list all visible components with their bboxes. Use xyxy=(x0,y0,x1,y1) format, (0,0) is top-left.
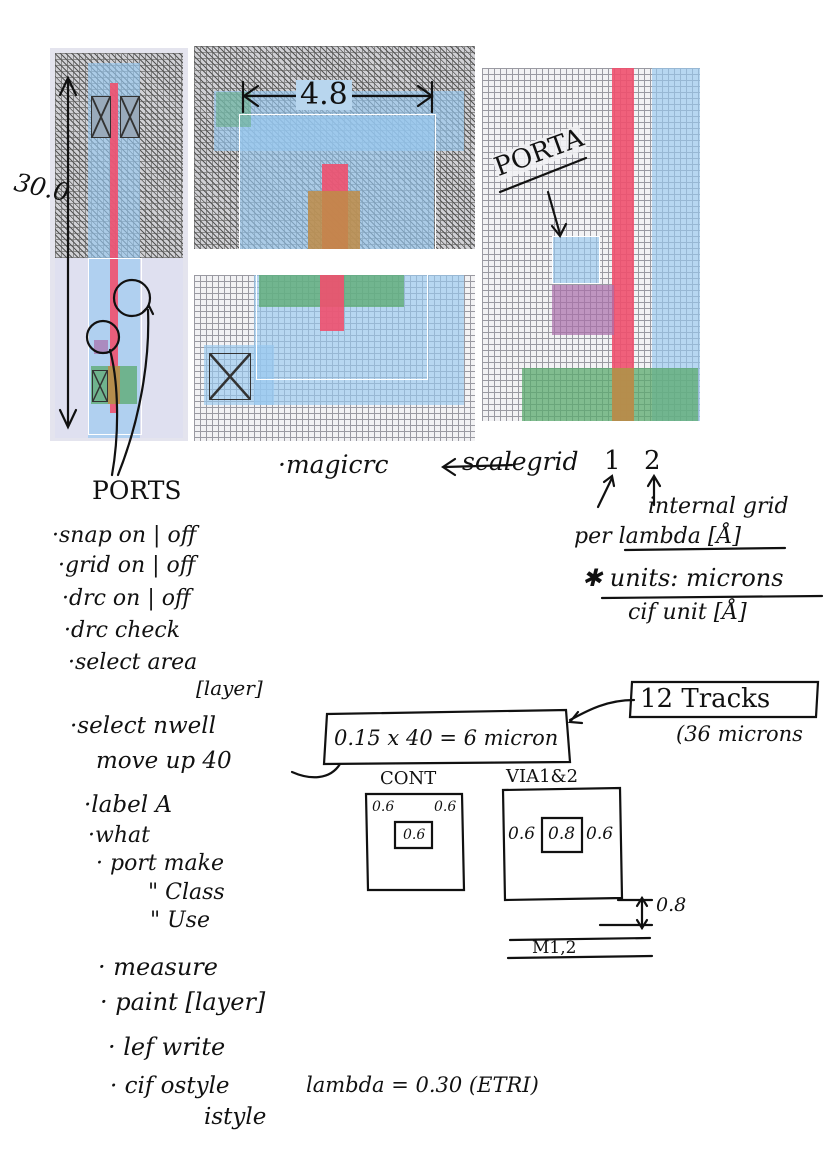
cont-center-value: 0.6 xyxy=(403,827,426,843)
diffusion-bottom xyxy=(522,368,698,421)
command-select-nwell: ·select nwell xyxy=(70,713,216,739)
command-cif-ostyle: · cif ostyle xyxy=(110,1073,230,1099)
via-center-value: 0.8 xyxy=(548,824,576,844)
command-measure: · measure xyxy=(98,953,218,981)
tracks-label: 12 Tracks xyxy=(640,684,771,714)
poly-gate xyxy=(320,275,344,331)
command-paint: · paint [layer] xyxy=(100,988,266,1016)
metal1-right-strip xyxy=(652,68,700,421)
command-port-class: " Class xyxy=(148,880,225,905)
command-drc: ·drc on | off xyxy=(62,586,191,611)
cont-title: CONT xyxy=(380,768,437,789)
command-drc-check: ·drc check xyxy=(64,618,181,643)
poly-gate xyxy=(110,83,118,413)
gate-overlap xyxy=(612,368,634,421)
contact-bottom xyxy=(92,370,108,402)
scalegrid-value-one: 1 xyxy=(604,446,621,476)
cell-outline xyxy=(239,114,436,249)
internal-grid-label: internal grid xyxy=(648,494,789,519)
contact-left xyxy=(209,353,251,400)
cont-left-value: 0.6 xyxy=(372,799,395,815)
per-lambda-label: per lambda [Å] xyxy=(574,524,741,549)
command-what: ·what xyxy=(88,823,150,848)
command-select-area: ·select area xyxy=(68,650,198,675)
port-marker xyxy=(94,340,108,354)
cell-outline xyxy=(256,275,428,380)
magicrc-label: ·magicrc xyxy=(278,450,389,479)
selection-outline xyxy=(88,258,142,435)
layout-view-bottom-zoom xyxy=(194,275,475,441)
metal-layer-label: M1,2 xyxy=(532,938,577,958)
scalegrid-value-two: 2 xyxy=(644,446,661,476)
metal1-left-arm xyxy=(204,345,274,405)
contact-purple-ext xyxy=(600,285,614,335)
contact-purple xyxy=(552,285,600,335)
command-lef-write: · lef write xyxy=(108,1033,226,1061)
scalegrid-label: scalegrid xyxy=(462,447,579,476)
port-a-outline xyxy=(552,236,600,284)
via-right-value: 0.6 xyxy=(586,824,614,844)
command-istyle: istyle xyxy=(204,1104,267,1130)
cont-right-value: 0.6 xyxy=(434,799,457,815)
via-left-value: 0.6 xyxy=(508,824,536,844)
units-microns-label: ✱ units: microns xyxy=(582,564,784,592)
layout-view-top-zoom xyxy=(194,46,475,249)
command-port-make: · port make xyxy=(96,851,224,876)
grid-calculation-label: 0.15 x 40 = 6 micron xyxy=(334,726,559,750)
ports-label: PORTS xyxy=(92,476,182,505)
lambda-note: lambda = 0.30 (ETRI) xyxy=(306,1073,539,1097)
command-move-up: move up 40 xyxy=(96,748,232,774)
contact-area xyxy=(308,191,360,249)
cif-unit-label: cif unit [Å] xyxy=(628,600,747,625)
command-port-use: " Use xyxy=(150,908,210,933)
port-a-box xyxy=(552,236,600,284)
poly-vertical xyxy=(612,68,634,421)
command-snap: ·snap on | off xyxy=(52,523,197,548)
width-dimension-label: 4.8 xyxy=(296,80,352,110)
via-spacing-value: 0.8 xyxy=(656,894,687,916)
command-grid: ·grid on | off xyxy=(58,553,196,578)
layout-view-porta xyxy=(482,68,700,421)
via-title: VIA1&2 xyxy=(506,766,579,787)
command-label: ·label A xyxy=(84,792,172,818)
contact-top-right xyxy=(120,96,140,138)
tracks-microns-label: (36 microns xyxy=(676,722,803,746)
contact-top xyxy=(91,96,111,138)
command-select-area-layer: [layer] xyxy=(196,676,263,700)
